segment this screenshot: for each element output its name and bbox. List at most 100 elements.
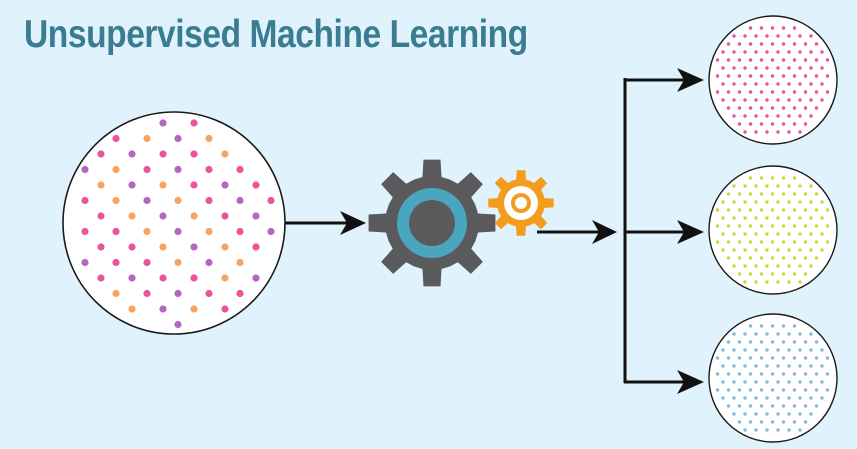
- dot: [792, 176, 797, 180]
- dot: [236, 165, 244, 174]
- dot: [732, 348, 736, 352]
- dot: [743, 130, 747, 134]
- dot: [803, 340, 808, 344]
- dot: [236, 289, 244, 298]
- dot: [792, 388, 797, 392]
- dot: [726, 372, 731, 376]
- dot: [743, 114, 747, 118]
- dot: [748, 106, 753, 110]
- dot: [770, 356, 775, 360]
- dot: [781, 176, 786, 180]
- dot: [221, 305, 229, 313]
- dot: [743, 264, 747, 268]
- dot: [765, 348, 769, 352]
- dot: [236, 196, 244, 205]
- dot: [743, 200, 747, 204]
- dot: [205, 196, 213, 205]
- dot: [809, 66, 813, 70]
- dot: [798, 98, 802, 102]
- dot: [726, 208, 731, 212]
- dot: [726, 388, 731, 392]
- dot: [803, 372, 808, 376]
- dot: [721, 98, 725, 102]
- dot: [143, 196, 151, 205]
- dot: [190, 212, 198, 220]
- dot: [748, 272, 753, 276]
- dot: [820, 364, 824, 368]
- dot: [737, 272, 742, 276]
- dot: [803, 58, 808, 62]
- dot: [765, 280, 769, 284]
- dot: [174, 258, 182, 267]
- dot: [236, 227, 244, 236]
- dot: [787, 82, 791, 86]
- dot: [174, 289, 182, 298]
- dot: [792, 106, 797, 110]
- dot: [754, 66, 758, 70]
- arrow-input-to-process: [285, 211, 366, 235]
- dot: [754, 264, 758, 268]
- dot: [770, 224, 775, 228]
- dot: [743, 184, 747, 188]
- dot: [781, 42, 786, 46]
- arrow-head: [592, 220, 617, 244]
- dot: [159, 305, 167, 313]
- dot: [803, 106, 808, 110]
- dot: [743, 34, 747, 38]
- dot: [787, 130, 791, 134]
- dot: [803, 388, 808, 392]
- dot: [770, 372, 775, 376]
- dot: [765, 396, 769, 400]
- dot: [715, 90, 720, 94]
- dot: [798, 396, 802, 400]
- dot: [765, 428, 769, 432]
- dot: [743, 98, 747, 102]
- gear-icon-core: [409, 200, 455, 246]
- dot: [721, 348, 725, 352]
- dot: [792, 208, 797, 212]
- dot: [776, 332, 780, 336]
- dot: [236, 258, 244, 267]
- dot: [765, 216, 769, 220]
- dot: [159, 274, 167, 282]
- dot: [792, 90, 797, 94]
- dot: [803, 90, 808, 94]
- dot: [792, 324, 797, 328]
- dot: [825, 388, 830, 392]
- dot: [787, 332, 791, 336]
- dot: [770, 208, 775, 212]
- dot: [765, 380, 769, 384]
- dot: [787, 50, 791, 54]
- dot: [252, 181, 260, 189]
- dot: [781, 240, 786, 244]
- dot: [792, 26, 797, 30]
- dot: [732, 82, 736, 86]
- dot: [743, 412, 747, 416]
- dot: [781, 324, 786, 328]
- dot: [781, 26, 786, 30]
- input-dots: [81, 119, 275, 329]
- dot: [770, 176, 775, 180]
- dot: [776, 200, 780, 204]
- dot: [128, 305, 136, 313]
- dot: [759, 356, 764, 360]
- dot: [809, 264, 813, 268]
- output-cluster-blue: [708, 313, 838, 443]
- dot: [814, 58, 819, 62]
- dot: [776, 412, 780, 416]
- dot: [190, 181, 198, 189]
- dot: [732, 184, 736, 188]
- dot: [748, 420, 753, 424]
- dot: [776, 428, 780, 432]
- dot: [112, 258, 120, 267]
- dot: [97, 150, 105, 158]
- dot: [770, 404, 775, 408]
- dot: [776, 248, 780, 252]
- dot: [190, 274, 198, 282]
- dot: [798, 66, 802, 70]
- dot: [814, 42, 819, 46]
- dot: [748, 340, 753, 344]
- dot: [814, 74, 819, 78]
- dot: [128, 274, 136, 282]
- dot: [809, 114, 813, 118]
